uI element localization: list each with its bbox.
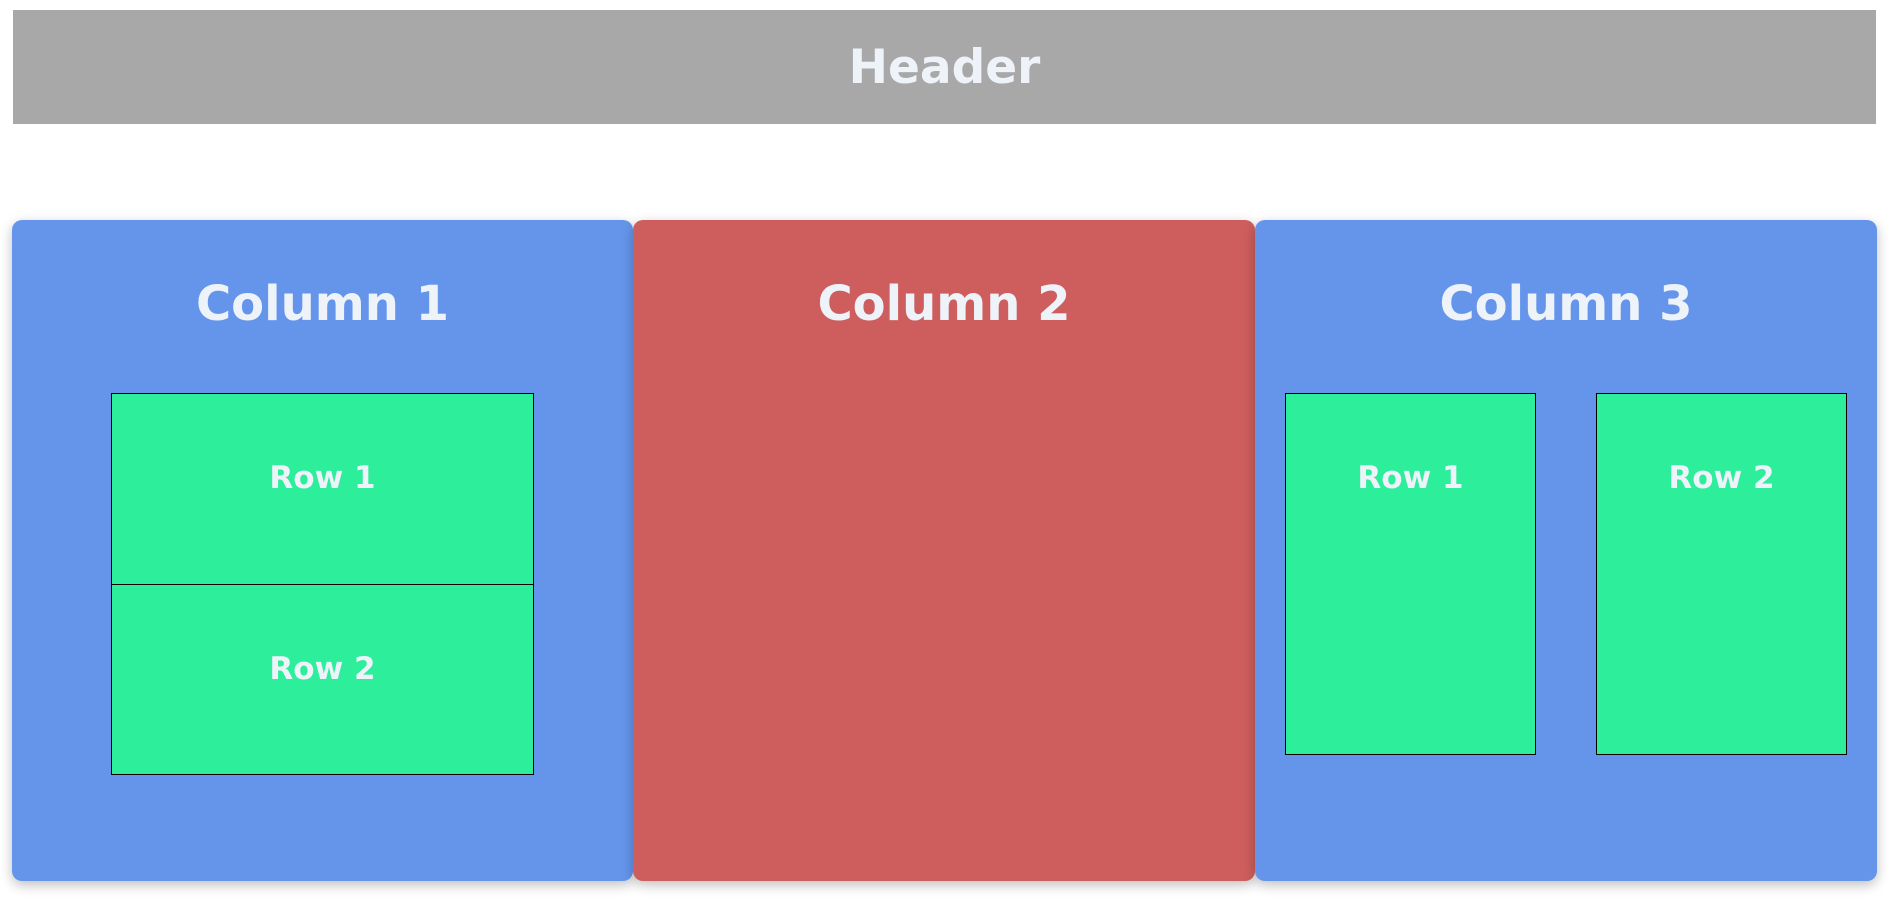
column-2: Column 2	[633, 220, 1255, 881]
column-3-row-1: Row 1	[1285, 393, 1536, 755]
column-1-title: Column 1	[195, 276, 450, 332]
column-3-row-2: Row 2	[1596, 393, 1847, 755]
row-label: Row 1	[1357, 460, 1464, 496]
header-bar: Header	[13, 10, 1876, 124]
header-title: Header	[848, 39, 1041, 95]
column-1-row-2: Row 2	[111, 584, 534, 775]
column-3-title: Column 3	[1439, 276, 1693, 332]
column-2-title: Column 2	[817, 276, 1071, 332]
row-label: Row 2	[1668, 460, 1775, 496]
row-label: Row 1	[269, 460, 376, 496]
row-label: Row 2	[269, 651, 376, 687]
column-1: Column 1 Row 1 Row 2	[12, 220, 633, 881]
column-3: Column 3 Row 1 Row 2	[1255, 220, 1877, 881]
column-1-row-1: Row 1	[111, 393, 534, 585]
